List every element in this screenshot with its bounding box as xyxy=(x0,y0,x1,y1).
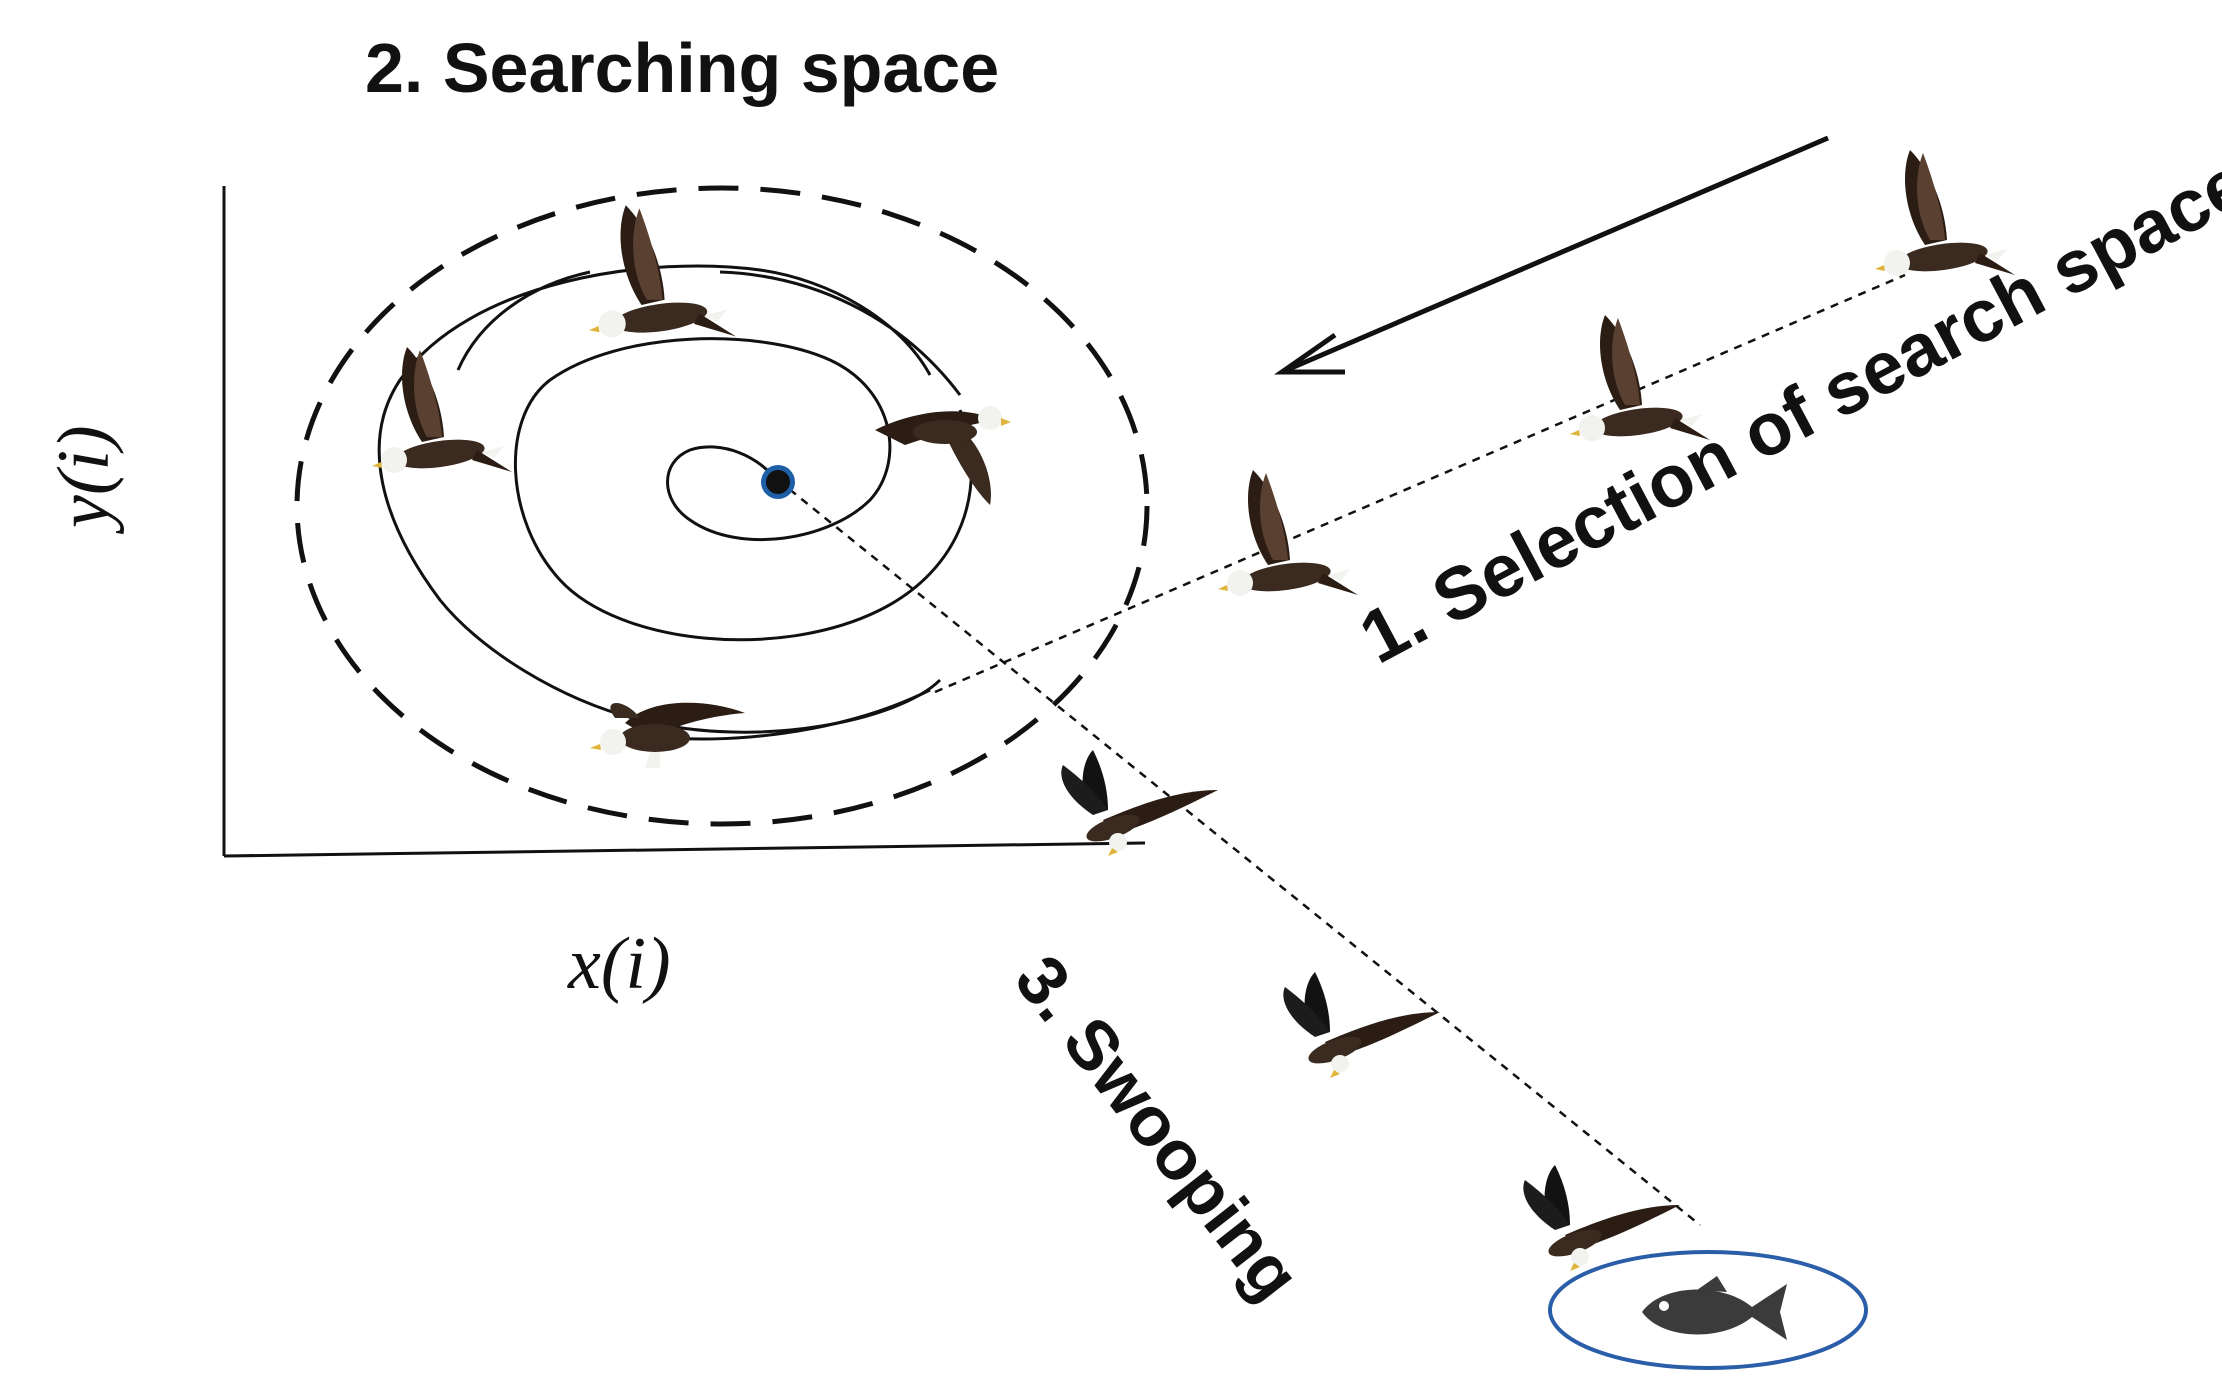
bald-eagle-icon xyxy=(1218,470,1358,597)
spiral-search-path xyxy=(377,264,973,734)
direction-arrow xyxy=(1274,135,1829,375)
fish-icon xyxy=(1642,1276,1787,1340)
prey-location-icon xyxy=(761,465,795,499)
bald-eagle-icon xyxy=(590,702,745,768)
bald-eagle-icon xyxy=(372,347,512,474)
bald-eagle-icon xyxy=(875,406,1011,505)
step3-label: 3. Swooping xyxy=(1000,941,1315,1314)
search-space-boundary xyxy=(294,185,1150,827)
bald-eagle-icon xyxy=(1283,972,1440,1078)
step2-label: 2. Searching space xyxy=(365,29,999,107)
bald-eagle-icon xyxy=(1875,150,2015,277)
bald-eagle-icon xyxy=(1570,315,1710,442)
selection-flight-line xyxy=(934,273,1906,694)
coordinate-axes xyxy=(222,186,1146,858)
prey-ring xyxy=(1548,1250,1868,1370)
x-axis-line xyxy=(223,841,1146,858)
x-axis-label: x(i) xyxy=(567,923,671,1005)
bald-eagle-icon xyxy=(1061,750,1218,856)
swooping-flight-line xyxy=(777,479,1701,1226)
step1-label: 1. Selection of search space xyxy=(1347,140,2222,679)
flight-paths xyxy=(777,273,1906,1226)
y-axis-label: y(i) xyxy=(43,425,125,535)
